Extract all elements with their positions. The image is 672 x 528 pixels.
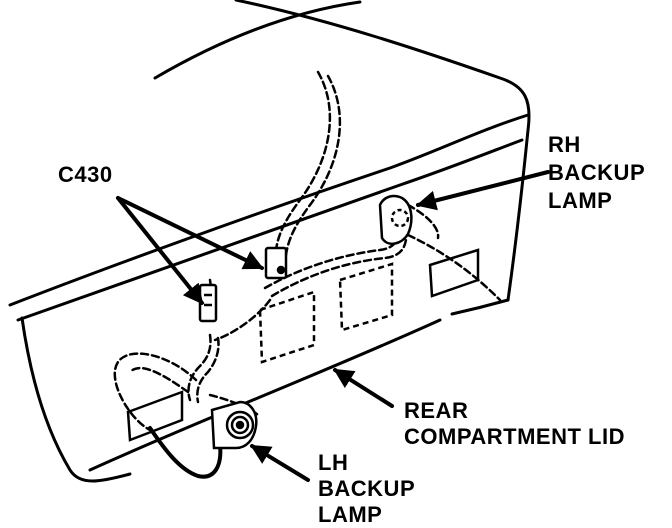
vehicle-body-outline <box>8 0 531 483</box>
rear-lid-label-line-1: REAR <box>404 398 468 423</box>
lh-backup-lamp-label: LH BACKUP LAMP <box>318 450 415 527</box>
rear-lid-label-line-2: COMPARTMENT LID <box>404 424 625 449</box>
rh-label-line-2: BACKUP <box>548 160 645 185</box>
lh-backup-lamp <box>210 400 258 450</box>
lh-label-line-1: LH <box>318 450 348 475</box>
rear-lid-arrow <box>333 368 394 408</box>
c430-connector-right <box>264 246 288 280</box>
c430-arrow-left <box>116 196 204 305</box>
rh-label-line-3: LAMP <box>548 188 612 213</box>
rh-lamp-arrow <box>416 170 550 211</box>
c430-arrow-right <box>116 196 264 270</box>
lh-label-line-3: LAMP <box>318 502 382 527</box>
rh-backup-lamp-label: RH BACKUP LAMP <box>548 132 645 213</box>
c430-connector-left <box>198 283 218 323</box>
leader-arrows <box>116 170 550 482</box>
lh-label-line-2: BACKUP <box>318 476 415 501</box>
lh-lamp-arrow <box>250 444 310 482</box>
c430-label: C430 <box>58 162 113 187</box>
lh-lamp-wire <box>148 426 223 479</box>
rear-compartment-lid-label: REAR COMPARTMENT LID <box>404 398 625 449</box>
rh-label-line-1: RH <box>548 132 581 157</box>
rh-backup-lamp <box>378 194 413 246</box>
